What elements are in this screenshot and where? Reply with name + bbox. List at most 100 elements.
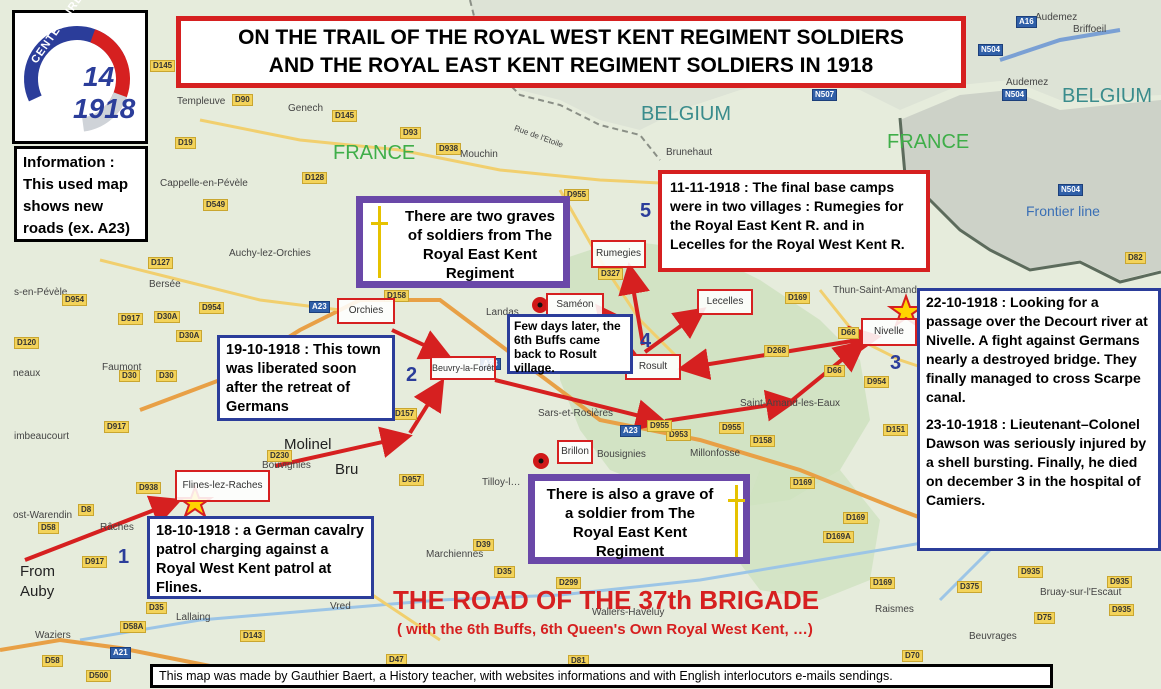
road-tag: D39 bbox=[473, 539, 494, 551]
road-tag: N504 bbox=[1058, 184, 1084, 196]
final-camps-box: 11-11-1918 : The final base camps were i… bbox=[658, 170, 930, 272]
road-tag: D66 bbox=[824, 365, 845, 377]
place-sars: Sars-et-Rosières bbox=[538, 408, 614, 419]
road-tag: D58A bbox=[120, 621, 147, 633]
road-tag: D145 bbox=[150, 60, 176, 72]
road-tag: D953 bbox=[666, 429, 692, 441]
place-from: From bbox=[20, 563, 55, 580]
road-d bbox=[199, 118, 701, 187]
road-tag: D938 bbox=[436, 143, 462, 155]
town-rosult: Rosult bbox=[625, 354, 681, 380]
footer-credit: This map was made by Gauthier Baert, a H… bbox=[150, 664, 1053, 688]
place-bas-en-pevele: s-en-Pévèle bbox=[14, 287, 68, 298]
road-tag: D151 bbox=[883, 424, 909, 436]
road-n bbox=[999, 28, 1121, 62]
step-number-4: 4 bbox=[640, 330, 652, 352]
route-arrow-from-auby bbox=[24, 495, 183, 562]
road-tag: D957 bbox=[399, 474, 425, 486]
road-tag: D230 bbox=[267, 450, 293, 462]
road-tag: N504 bbox=[978, 44, 1004, 56]
road-tag: D19 bbox=[175, 137, 196, 149]
graves-east-kent-text: There are two graves of soldiers from Th… bbox=[404, 208, 556, 282]
liberated-box: 19-10-1918 : This town was liberated soo… bbox=[217, 335, 395, 421]
scarpe-river bbox=[79, 518, 1061, 642]
place-wallers: Wallers-Haveluy bbox=[592, 607, 665, 618]
road-tag: A23 bbox=[620, 425, 641, 437]
road-tag: D955 bbox=[564, 189, 590, 201]
road-tag: D70 bbox=[902, 650, 923, 662]
poppy-icon bbox=[533, 453, 549, 469]
road-tag: D169 bbox=[790, 477, 816, 489]
nivelle-events-box: 22-10-1918 : Looking for a passage over … bbox=[917, 288, 1161, 551]
place-cappelle: Cappelle-en-Pévèle bbox=[160, 178, 248, 189]
nivelle-event-2: 23-10-1918 : Lieutenant–Colonel Dawson w… bbox=[926, 416, 1147, 508]
place-warendin: ost-Warendin bbox=[13, 510, 73, 521]
frontier-label: Frontier line bbox=[1026, 203, 1100, 219]
place-tilloy: Tilloy-l… bbox=[482, 477, 521, 488]
place-raches: Râches bbox=[100, 522, 134, 533]
road-tag: D120 bbox=[14, 337, 40, 349]
road-tag: A21 bbox=[110, 647, 131, 659]
place-marchiennes: Marchiennes bbox=[426, 549, 484, 560]
country-france-right: FRANCE bbox=[887, 131, 970, 153]
place-bersee: Bersée bbox=[149, 279, 181, 290]
road-tag: D30A bbox=[176, 330, 203, 342]
route-arrow-orchies-beuvry bbox=[391, 328, 453, 360]
road-tag: D90 bbox=[232, 94, 253, 106]
road-tag: D75 bbox=[1034, 612, 1055, 624]
road-tag: N507 bbox=[812, 89, 838, 101]
road-tag: D955 bbox=[647, 420, 673, 432]
place-waziers: Waziers bbox=[35, 630, 71, 641]
road-tag: D375 bbox=[957, 581, 983, 593]
road-tag: D268 bbox=[764, 345, 790, 357]
road-tag: D935 bbox=[1018, 566, 1044, 578]
place-landas: Landas bbox=[486, 307, 519, 318]
place-neaux: neaux bbox=[13, 368, 41, 379]
logo-year-top: 14 bbox=[83, 61, 115, 92]
brigade-road-subtitle: ( with the 6th Buffs, 6th Queen's Own Ro… bbox=[397, 621, 813, 638]
place-vred: Vred bbox=[330, 601, 351, 612]
country-france-left: FRANCE bbox=[333, 142, 416, 164]
road-tag: D157 bbox=[392, 408, 418, 420]
route-arrow-beuvry-d953 bbox=[494, 378, 668, 431]
step-number-3: 3 bbox=[890, 352, 902, 374]
town-nivelle: Nivelle bbox=[861, 318, 917, 346]
road-tag: A16 bbox=[1016, 16, 1037, 28]
road-tag: D549 bbox=[203, 199, 229, 211]
step-number-5: 5 bbox=[640, 200, 652, 222]
cross-icon bbox=[371, 206, 388, 278]
poppy-icon bbox=[532, 297, 548, 313]
route-arrow-molinel-up bbox=[408, 378, 445, 435]
place-brunehaut: Brunehaut bbox=[666, 147, 713, 158]
town-flines: Flines-lez-Raches bbox=[175, 470, 270, 502]
nivelle-event-1: 22-10-1918 : Looking for a passage over … bbox=[926, 294, 1148, 405]
place-genech: Genech bbox=[288, 103, 324, 114]
road-tag: A23 bbox=[309, 301, 330, 313]
road-tag: D58 bbox=[42, 655, 63, 667]
road-tag: D169A bbox=[823, 531, 854, 543]
town-beuvry: Beuvry-la-Forêt bbox=[430, 356, 496, 380]
place-audemez: Audemez bbox=[1035, 12, 1078, 23]
place-lallaing: Lallaing bbox=[176, 612, 211, 623]
few-days-box: Few days later, the 6th Buffs came back … bbox=[507, 314, 633, 375]
road-tag: D327 bbox=[598, 268, 624, 280]
place-beaucourt: imbeaucourt bbox=[14, 431, 70, 442]
road-tag: D127 bbox=[148, 257, 174, 269]
place-bousignies: Bousignies bbox=[597, 449, 646, 460]
town-rumegies: Rumegies bbox=[591, 240, 646, 268]
road-tag: D935 bbox=[1109, 604, 1135, 616]
road-tag: D128 bbox=[302, 172, 328, 184]
place-briffoeil: Briffoeil bbox=[1073, 24, 1107, 35]
road-tag: N504 bbox=[1002, 89, 1028, 101]
road-tag: D30 bbox=[119, 370, 140, 382]
logo-year-bottom: 1918 bbox=[73, 93, 136, 124]
place-millonfosse: Millonfosse bbox=[690, 448, 741, 459]
road-tag: D93 bbox=[400, 127, 421, 139]
road-tag: D500 bbox=[86, 670, 112, 682]
graves-east-kent-box: There are two graves of soldiers from Th… bbox=[356, 196, 570, 288]
brigade-road-title: THE ROAD OF THE 37th BRIGADE bbox=[393, 585, 820, 615]
road-tag: D917 bbox=[82, 556, 108, 568]
route-arrow-rosult-rumegies bbox=[618, 262, 650, 346]
road-tag: D35 bbox=[494, 566, 515, 578]
